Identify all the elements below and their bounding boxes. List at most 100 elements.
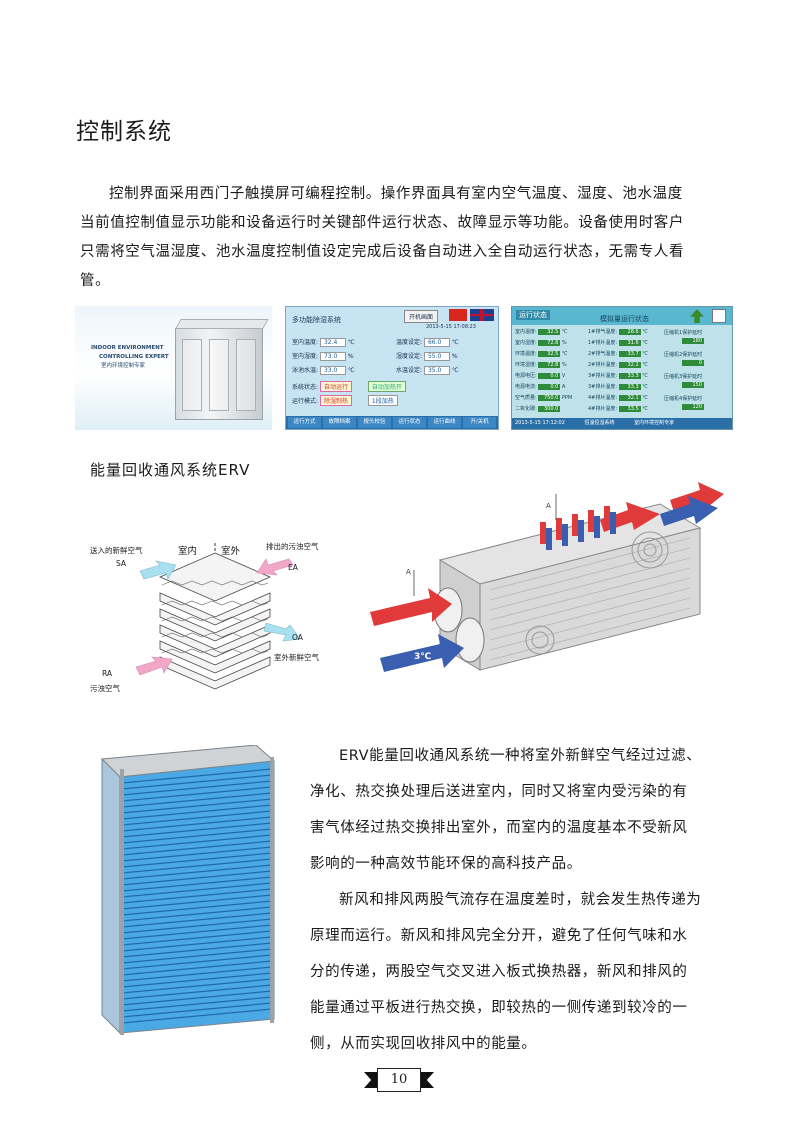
hmi-start-button: 开机画面 [404,310,439,323]
sim-reading: 1#排片温度: 31.6 ℃ [588,339,648,346]
intro-line: 管。 [80,273,111,289]
plate [158,552,272,602]
sim-protect-label: 压缩机4保护延时 [664,396,703,402]
sim-unit: ℃ [640,373,648,379]
sim-reading: 二氧化碳: 300.0 [515,405,561,412]
core-fin [121,948,273,964]
core-fin [121,810,273,826]
core-left-side [101,757,121,1035]
sim-label: 2#排气温度: [588,351,618,357]
sim-value: 31.6 [618,340,641,346]
sim-reading: 1#排气温度: 28.6 ℃ [588,328,648,335]
sim-unit: ℃ [560,351,568,357]
hmi-datetime: 2013-5-15 17:08:23 [426,324,476,330]
sim-reading: 电源电压: 0.0 V [515,372,565,379]
core-fin [121,906,273,922]
sim-value: 72.8 [538,362,561,368]
plate [159,624,271,658]
core-fin [121,882,273,898]
sim-protect-value: 0 [682,360,704,366]
hmi-value: 55.0 [423,352,450,361]
description-line: 害气体经过热交换排出室外，而室内的温度基本不受新风 [310,820,688,836]
erv-fins [489,537,691,661]
sim-value: 32.5 [538,351,561,357]
sim-value: 32.5 [538,329,561,335]
core-fin [121,870,273,886]
hmi-value: 66.0 [423,338,450,347]
core-fin [121,924,273,940]
sim-unit: ℃ [640,384,648,390]
ea-arrow [256,558,294,576]
hmi-value: 33.0 [319,366,346,375]
description-line: 侧，从而实现回收排风中的能量。 [310,1036,537,1052]
core-fin [121,780,273,796]
hmi-tab: 故障档案 [323,417,356,428]
erv-description: ERV能量回收通风系统一种将室外新鲜空气经过过滤、 净化、热交换处理后送进室内，… [310,738,740,1062]
core-fin [121,972,273,988]
core-fin [121,894,273,910]
hmi-unit: % [451,353,458,360]
hmi-value: 35.0 [423,366,450,375]
sim-value: 33.3 [618,384,641,390]
hmi-status: 自动运行 [319,381,352,392]
dehumidifier-unit [175,319,269,420]
core-fin [121,918,273,934]
next-page-icon [690,309,704,323]
sim-reading: 空气质量: 750.0 PPM [515,394,572,401]
core-fin [121,930,273,946]
heat-exchanger-core [88,744,280,1035]
sim-unit: PPM [560,395,573,401]
description-line: 新风和排风两股气流存在温度差时，就会发生热传递为 [339,892,702,908]
unit-door [209,339,229,411]
core-fin [121,798,273,814]
core-fin [121,768,273,784]
erv-port [455,617,485,663]
brand-zh: 室内环境控制专家 [101,363,146,369]
indoor-label: 室内 [178,546,198,557]
sim-reading: 环境温度: 32.5 ℃ [515,350,568,357]
hmi-mode: 除湿制热 [319,395,352,406]
section-title-erv: 能量回收通风系统ERV [90,461,251,479]
hmi-status: 自动加热开 [367,381,406,392]
hmi-screen: 多功能除湿系统 开机画面 2013-5-15 17:08:23 室内温度: 32… [285,306,499,430]
core-fin [121,864,273,880]
sim-reading: 2#排片温度: 32.2 ℃ [588,361,648,368]
sim-protect-label: 压缩机1保护延时 [664,330,703,336]
sim-foot-mid: 恒温恒湿系统 [584,420,615,426]
sim-reading: 4#排片温度: 32.1 ℃ [588,394,648,401]
hmi-unit: % [347,353,354,360]
sim-header-tab: 运行状态 [516,310,550,320]
sim-reading: 3#排片温度: 33.3 ℃ [588,383,648,390]
sim-unit: % [560,362,567,368]
core-fin [121,816,273,832]
description-line: 分的传递，两股空气交叉进入板式换热器，新风和排风的 [310,964,688,980]
hmi-unit: ℃ [451,367,459,374]
core-fin [121,960,273,976]
sim-label: 1#排片温度: [588,340,618,346]
sim-unit: ℃ [560,329,568,335]
core-fin [121,936,273,952]
sim-value: 32.1 [618,395,641,401]
sim-protect-label: 压缩机2保护延时 [664,352,703,358]
core-fin [121,852,273,868]
red-air-arrow [370,588,452,626]
intro-line: 只需将空气温湿度、池水温度控制值设定完成后设备自动进入全自动运行状态，无需专人看 [80,244,684,260]
sa-description: 送入的新鲜空气 [90,546,143,555]
sim-protect-value: 150 [682,382,704,388]
sim-protect-row: 180 [682,338,704,344]
sim-label: 3#排片温度: [588,384,618,390]
core-fin [121,834,273,850]
hmi-tab-bar: 运行方式 故障档案 报头校验 运行状态 运行曲线 开/关机 [286,416,498,429]
unit-brand-text: INDOOR ENVIRONMENT CONTROLLING EXPERT 室内… [91,344,169,371]
sim-reading: 环境湿度: 72.8 % [515,361,567,368]
hmi-mode: 1段加热 [367,395,398,406]
core-fin [121,846,273,862]
core-fin [121,1002,273,1018]
sim-unit: ℃ [640,395,648,401]
hmi-setpoint: 水温设定: 35.0 ℃ [396,365,459,375]
core-frame [270,757,274,1023]
sim-protect-row: 150 [682,382,704,388]
hmi-label: 系统状态: [292,384,319,391]
sim-value: 33.7 [618,351,641,357]
sim-reading: 电源电流: 0.0 A [515,383,565,390]
